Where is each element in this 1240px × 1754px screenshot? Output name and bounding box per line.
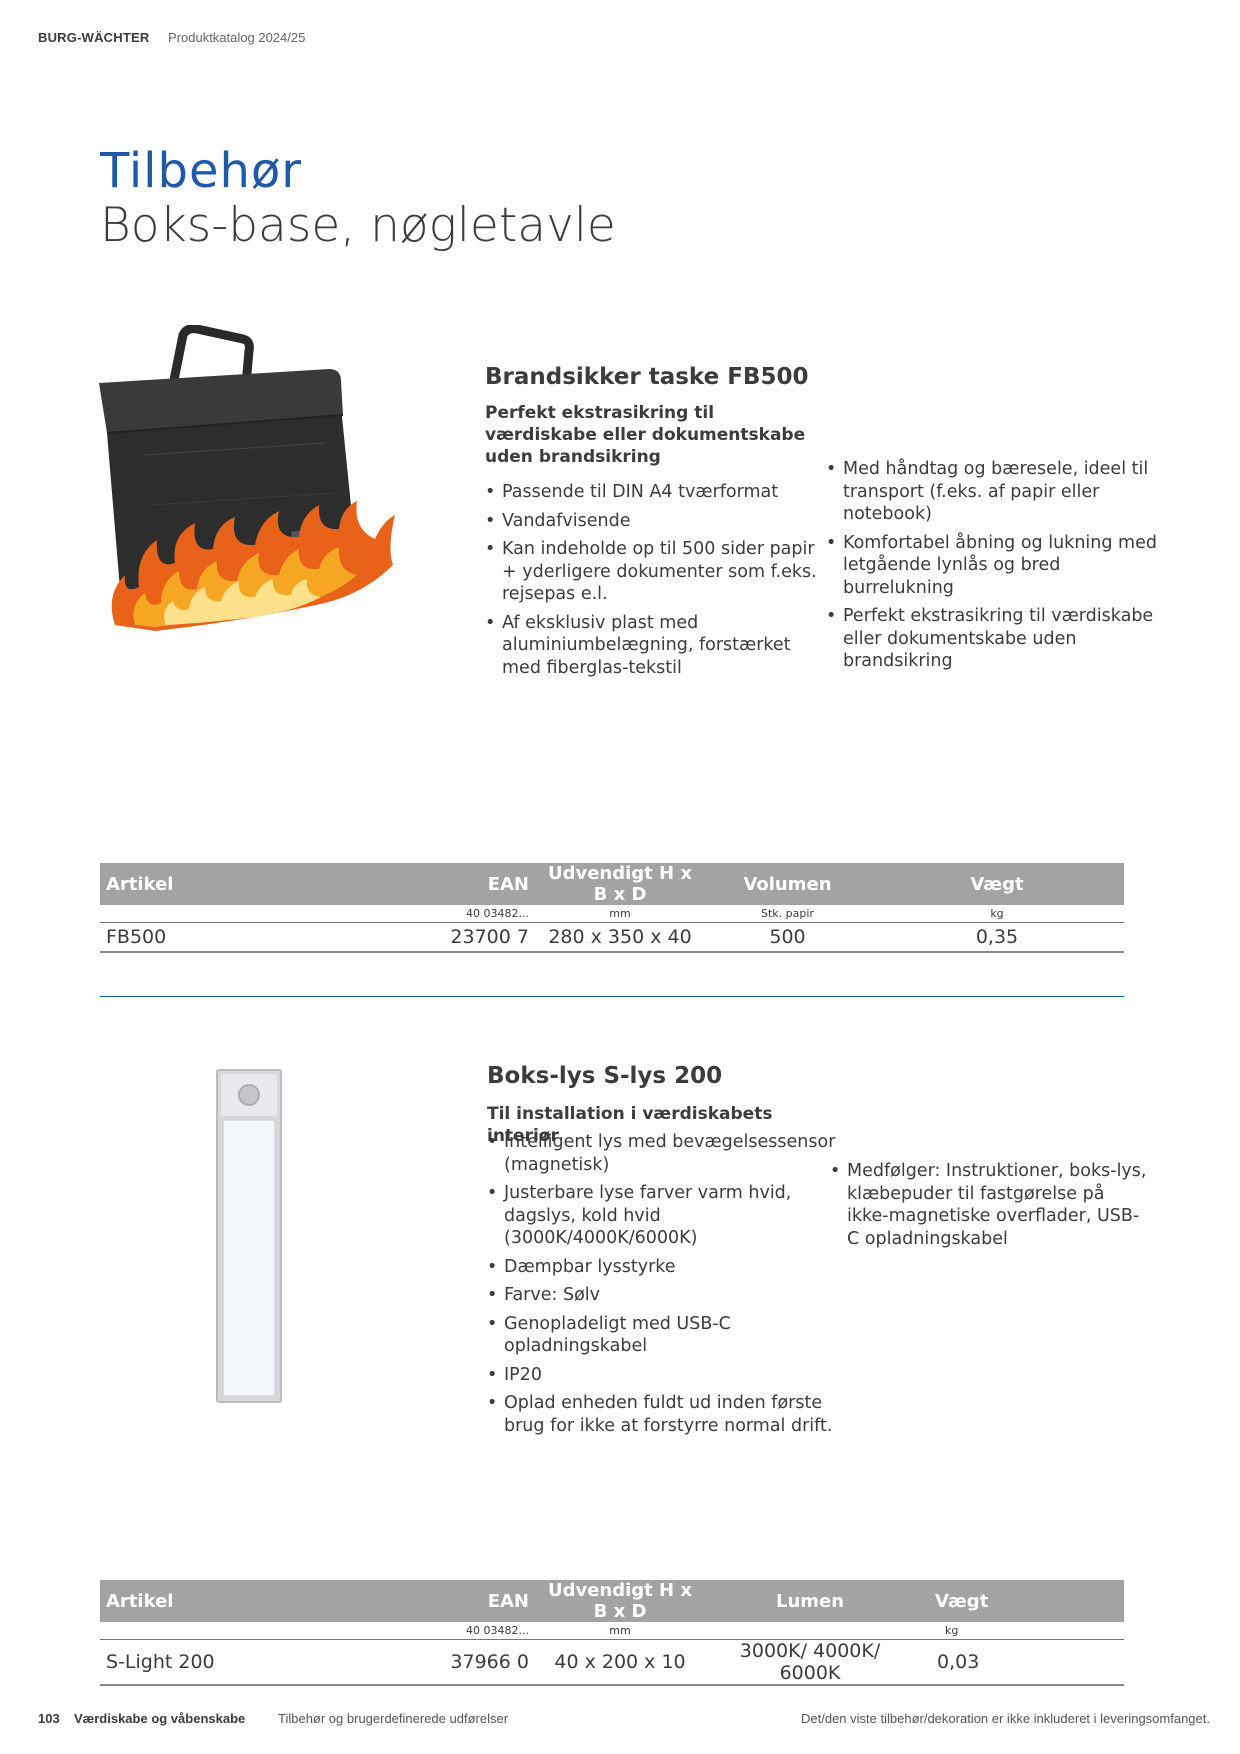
col-lumen: Lumen — [705, 1580, 915, 1622]
list-item: IP20 — [487, 1364, 837, 1387]
fire-bag-image — [95, 324, 415, 635]
unit-cell — [100, 905, 400, 923]
unit-cell — [100, 1622, 400, 1640]
unit-cell — [705, 1622, 915, 1640]
col-weight: Vægt — [915, 1580, 1124, 1622]
catalog-name: Produktkatalog 2024/25 — [168, 30, 306, 45]
unit-cell: kg — [870, 905, 1124, 923]
list-item: Farve: Sølv — [487, 1284, 837, 1307]
list-item: Komfortabel åbning og lukning med letgåe… — [826, 532, 1166, 600]
light-bar-image — [215, 1068, 285, 1404]
product1-spec-table: Artikel EAN Udvendigt H x B x D Volumen … — [100, 863, 1124, 953]
unit-cell: kg — [915, 1622, 1124, 1640]
col-ean: EAN — [400, 863, 535, 905]
footer-subsection: Tilbehør og brugerdefinerede udførelser — [278, 1711, 509, 1726]
list-item: Af eksklusiv plast med aluminiumbelægnin… — [485, 612, 820, 680]
table-cell: 23700 7 — [400, 922, 535, 953]
table-cell: 37966 0 — [400, 1639, 535, 1686]
list-item: Med håndtag og bæresele, ideel til trans… — [826, 458, 1166, 526]
footer-section: Værdiskabe og våbenskabe — [74, 1711, 246, 1726]
list-item: Justerbare lyse farver varm hvid, dagsly… — [487, 1182, 837, 1250]
brand-name: BURG-WÄCHTER — [38, 30, 150, 45]
col-volume: Volumen — [705, 863, 870, 905]
table-cell: S-Light 200 — [100, 1639, 400, 1686]
unit-cell: mm — [535, 905, 705, 923]
table-units-row: 40 03482... mm Stk. papir kg — [100, 905, 1124, 923]
table-cell: FB500 — [100, 922, 400, 953]
col-weight: Vægt — [870, 863, 1124, 905]
list-item: Medfølger: Instruktioner, boks-lys, klæb… — [830, 1160, 1150, 1250]
table-cell: 280 x 350 x 40 — [535, 922, 705, 953]
col-dimensions: Udvendigt H x B x D — [535, 863, 705, 905]
section-subtitle: Boks-base, nøgletavle — [100, 198, 616, 253]
table-row: FB500 23700 7 280 x 350 x 40 500 0,35 — [100, 922, 1124, 953]
table-cell: 3000K/ 4000K/ 6000K — [705, 1639, 915, 1686]
unit-cell: 40 03482... — [400, 905, 535, 923]
product1-tagline: Perfekt ekstrasikring til værdiskabe ell… — [485, 403, 806, 467]
footer-note: Det/den viste tilbehør/dekoration er ikk… — [801, 1711, 1210, 1726]
list-item: Intelligent lys med bevægelsessensor (ma… — [487, 1131, 837, 1176]
table-header-row: Artikel EAN Udvendigt H x B x D Volumen … — [100, 863, 1124, 905]
unit-cell: mm — [535, 1622, 705, 1640]
section-divider — [100, 996, 1124, 997]
col-article: Artikel — [100, 863, 400, 905]
list-item: Kan indeholde op til 500 sider papir + y… — [485, 538, 820, 606]
col-dimensions: Udvendigt H x B x D — [535, 1580, 705, 1622]
product2-bullets-right: Medfølger: Instruktioner, boks-lys, klæb… — [830, 1160, 1150, 1256]
table-cell: 500 — [705, 922, 870, 953]
unit-cell: Stk. papir — [705, 905, 870, 923]
col-article: Artikel — [100, 1580, 400, 1622]
unit-cell: 40 03482... — [400, 1622, 535, 1640]
list-item: Dæmpbar lysstyrke — [487, 1256, 837, 1279]
list-item: Passende til DIN A4 tværformat — [485, 481, 820, 504]
list-item: Vandafvisende — [485, 510, 820, 533]
col-ean: EAN — [400, 1580, 535, 1622]
product2-spec-table: Artikel EAN Udvendigt H x B x D Lumen Væ… — [100, 1580, 1124, 1686]
product1-title: Brandsikker taske FB500 — [485, 364, 809, 390]
section-title: Tilbehør — [100, 143, 303, 199]
list-item: Perfekt ekstrasikring til værdiskabe ell… — [826, 605, 1166, 673]
table-cell: 40 x 200 x 10 — [535, 1639, 705, 1686]
product1-bullets-right: Med håndtag og bæresele, ideel til trans… — [826, 458, 1166, 679]
table-header-row: Artikel EAN Udvendigt H x B x D Lumen Væ… — [100, 1580, 1124, 1622]
page-number: 103 — [38, 1711, 60, 1726]
table-units-row: 40 03482... mm kg — [100, 1622, 1124, 1640]
product2-bullets-left: Intelligent lys med bevægelsessensor (ma… — [487, 1131, 837, 1443]
table-cell: 0,35 — [870, 922, 1124, 953]
list-item: Oplad enheden fuldt ud inden første brug… — [487, 1392, 837, 1437]
table-row: S-Light 200 37966 0 40 x 200 x 10 3000K/… — [100, 1639, 1124, 1686]
product1-bullets-left: Passende til DIN A4 tværformat Vandafvis… — [485, 481, 820, 685]
product2-title: Boks-lys S-lys 200 — [487, 1063, 723, 1089]
table-cell: 0,03 — [915, 1639, 1124, 1686]
list-item: Genopladeligt med USB-C opladningskabel — [487, 1313, 837, 1358]
